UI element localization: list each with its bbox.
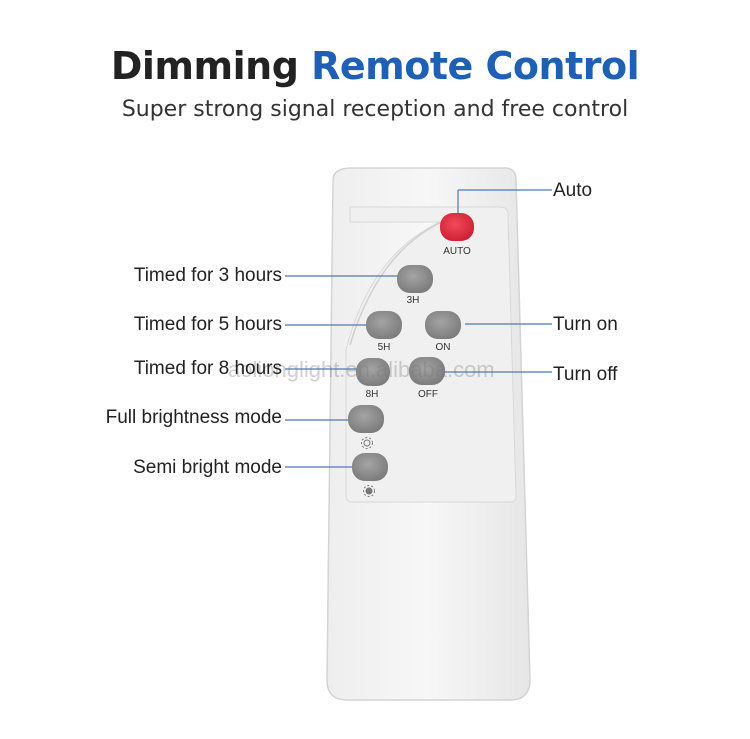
button-3h — [397, 265, 433, 293]
label-turn-off: Turn off — [553, 364, 618, 385]
button-on-label: ON — [435, 342, 451, 353]
button-3h-label: 3H — [406, 295, 420, 306]
button-8h — [356, 358, 390, 386]
page-title: Dimming Remote Control — [0, 44, 750, 88]
button-full-brightness — [348, 405, 384, 433]
label-full-brightness: Full brightness mode — [105, 407, 282, 428]
label-semi-bright: Semi bright mode — [133, 457, 282, 478]
button-off — [409, 357, 445, 385]
label-timed-3-hours: Timed for 3 hours — [133, 265, 282, 286]
button-semi-bright — [352, 453, 388, 481]
page-subtitle: Super strong signal reception and free c… — [121, 97, 629, 122]
label-timed-5-hours: Timed for 5 hours — [133, 314, 282, 335]
label-timed-8-hours: Timed for 8 hours — [133, 358, 282, 379]
button-5h — [366, 311, 402, 339]
auto-button — [440, 213, 474, 241]
sun-full-icon — [361, 437, 373, 449]
label-auto: Auto — [553, 180, 593, 201]
title-remote-control: Remote Control — [311, 44, 640, 88]
button-5h-label: 5H — [377, 342, 391, 353]
button-8h-label: 8H — [365, 389, 379, 400]
sun-semi-icon — [363, 485, 375, 497]
auto-button-label: AUTO — [443, 246, 471, 257]
label-turn-on: Turn on — [553, 314, 618, 335]
watermark: aolionglight.en.alibaba.com — [228, 357, 495, 382]
title-dimming: Dimming — [110, 44, 299, 88]
button-panel — [345, 206, 517, 503]
button-on — [425, 311, 461, 339]
leader-lines — [285, 189, 552, 468]
button-off-label: OFF — [418, 389, 438, 400]
